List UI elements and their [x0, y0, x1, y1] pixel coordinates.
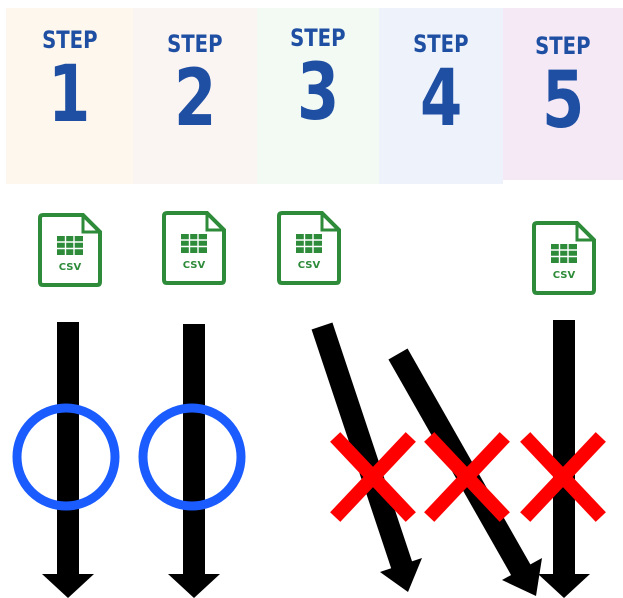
csv-file-label: CSV: [297, 260, 321, 271]
step-2-word: STEP: [167, 30, 223, 58]
step-3-word: STEP: [290, 24, 346, 52]
step-1-number: 1: [48, 50, 91, 140]
csv-file-icon: CSV: [161, 210, 227, 286]
ng-cross-mark: [520, 432, 606, 522]
step-3-box: STEP 3: [257, 8, 379, 184]
csv-file-icon: CSV: [276, 210, 342, 286]
csv-file-icon: CSV: [37, 212, 103, 288]
step-4-word: STEP: [413, 30, 469, 58]
ng-cross-mark: [330, 432, 416, 522]
step-2-number: 2: [173, 54, 217, 144]
csv-file-icon: CSV: [531, 220, 597, 296]
step-4-number: 4: [419, 54, 463, 144]
ok-circle-mark: [138, 403, 246, 511]
arrow-down-2: [168, 324, 220, 598]
step-1-box: STEP 1: [6, 8, 133, 184]
step-5-number: 5: [541, 56, 585, 146]
csv-file-label: CSV: [552, 270, 576, 281]
step-5-word: STEP: [535, 32, 591, 60]
step-1-word: STEP: [41, 26, 98, 54]
arrow-down-1: [42, 322, 94, 598]
step-5-box: STEP 5: [503, 8, 623, 180]
arrow-diagonal-3: [311, 322, 422, 592]
ok-circle-mark: [12, 403, 120, 511]
ng-cross-mark: [424, 432, 510, 522]
step-4-box: STEP 4: [379, 8, 503, 184]
step-3-number: 3: [296, 48, 340, 138]
csv-file-label: CSV: [182, 260, 206, 271]
arrow-down-5: [538, 320, 590, 598]
step-2-box: STEP 2: [133, 8, 257, 184]
csv-file-label: CSV: [58, 262, 82, 273]
